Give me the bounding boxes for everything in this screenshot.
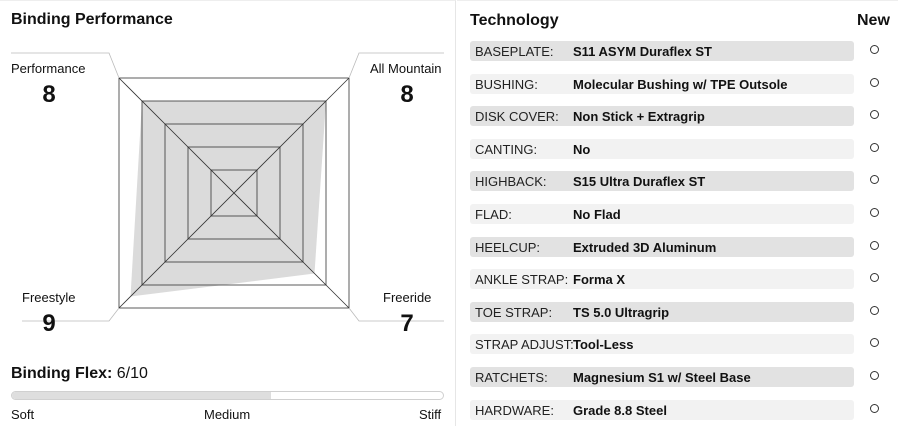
tech-row-background [470,41,854,61]
tech-label: TOE STRAP: [475,304,553,320]
tech-value: Molecular Bushing w/ TPE Outsole [573,76,788,92]
new-radio[interactable] [870,45,879,54]
tech-row-background [470,171,854,192]
tech-row: ANKLE STRAP:Forma X [470,269,894,302]
tech-row: TOE STRAP: TS 5.0 Ultragrip [470,301,894,335]
new-radio[interactable] [870,175,879,185]
flex-scale-medium: Medium [204,407,251,422]
tech-row: STRAP ADJUST:Tool-Less [470,334,894,367]
axis-label-freestyle: Freestyle [22,290,76,305]
tech-row-background [470,73,854,94]
axis-label-performance: Performance [11,61,86,76]
radar-ring [210,169,258,217]
tech-label: HARDWARE: [475,402,554,418]
new-radio[interactable] [870,240,879,250]
tech-row-background [470,236,854,257]
tech-row-background [470,366,854,387]
tech-row-background [470,399,854,420]
tech-row-background [470,334,854,355]
binding-flex-heading: Binding Flex: 6/10 [11,365,148,383]
new-radio[interactable] [870,403,879,413]
performance-title: Binding Performance [11,11,173,28]
tech-row: HEELCUP: Extruded 3D Aluminum [470,236,894,270]
axis-label-all-mountain: All Mountain [370,61,442,76]
tech-value: Extruded 3D Aluminum [573,239,717,255]
tech-label: RATCHETS: [475,369,548,385]
tech-value: Magnesium S1 w/ Steel Base [573,369,751,385]
tech-row-background [470,269,854,290]
new-radio[interactable] [870,338,879,348]
tech-row: CANTING: No [470,138,894,172]
new-radio[interactable] [870,142,879,152]
new-radio[interactable] [870,110,879,120]
tech-value: Non Stick + Extragrip [573,109,705,125]
new-radio[interactable] [870,207,879,217]
radar-leader-all-mountain [348,52,444,79]
tech-value: S11 ASYM Duraflex ST [573,44,712,59]
technology-panel: Technology New BASEPLATE: S11 ASYM Durafl… [457,0,898,426]
axis-label-freeride: Freeride [383,290,432,305]
new-radio[interactable] [870,305,879,315]
technology-title: Technology [470,12,559,29]
axis-value-performance: 8 [42,81,56,108]
tech-row: BASEPLATE: S11 ASYM Duraflex ST [470,41,894,74]
radar-spoke [118,77,350,309]
tech-row: HARDWARE: Grade 8.8 Steel [470,399,894,432]
tech-row: DISK COVER: Non Stick + Extragrip [470,106,894,139]
tech-label: STRAP ADJUST: [475,337,574,353]
axis-value-all-mountain: 8 [400,81,414,108]
new-radio[interactable] [870,77,879,87]
new-radio[interactable] [870,273,879,283]
performance-radar-chart [11,52,444,322]
tech-value: TS 5.0 Ultragrip [573,304,670,320]
tech-label: CANTING: [475,141,538,157]
tech-label: ANKLE STRAP: [475,272,569,288]
tech-row: RATCHETS: Magnesium S1 w/ Steel Base [470,366,894,400]
tech-label: HEELCUP: [475,239,541,255]
tech-row-background [470,203,854,224]
binding-flex-bar [11,391,444,400]
tech-label: BASEPLATE: [475,44,554,59]
radar-ring [164,123,304,263]
tech-value: Tool-Less [573,337,634,353]
tech-row: FLAD: No Flad [470,203,894,237]
tech-value: No [573,141,591,157]
tech-value: Forma X [573,272,626,288]
radar-leader-freeride [348,307,444,322]
tech-value: Grade 8.8 Steel [573,402,667,418]
radar-leader-performance [11,52,120,79]
tech-row: BUSHING: Molecular Bushing w/ TPE Outsole [470,73,894,107]
technology-list: BASEPLATE: S11 ASYM Duraflex ST BUSHING: Mo… [470,41,894,432]
radar-ring [141,100,327,286]
flex-scale-soft: Soft [11,407,35,422]
tech-row-background [470,106,854,127]
flex-scale-stiff: Stiff [419,407,442,422]
radar-ring [187,146,281,240]
axis-value-freeride: 7 [400,310,414,337]
axis-value-freestyle: 9 [42,310,56,337]
tech-row-background [470,301,854,322]
tech-label: BUSHING: [475,76,538,92]
binding-flex-label: Binding Flex: [11,365,113,382]
tech-value: No Flad [573,206,621,222]
tech-row-background [470,138,854,159]
new-radio[interactable] [870,370,879,380]
tech-value: S15 Ultra Duraflex ST [573,174,706,190]
new-column-header: New [857,12,890,29]
binding-flex-bar-fill [12,392,271,399]
tech-label: DISK COVER: [475,109,559,125]
tech-label: HIGHBACK: [475,174,547,190]
radar-leader-freestyle [22,307,120,322]
tech-label: FLAD: [475,206,512,222]
tech-row: HIGHBACK: S15 Ultra Duraflex ST [470,171,894,204]
binding-performance-panel: Binding Performance Performance 8 All Mo… [0,0,456,426]
radar-ring [118,77,350,309]
binding-flex-value: 6/10 [116,365,148,382]
